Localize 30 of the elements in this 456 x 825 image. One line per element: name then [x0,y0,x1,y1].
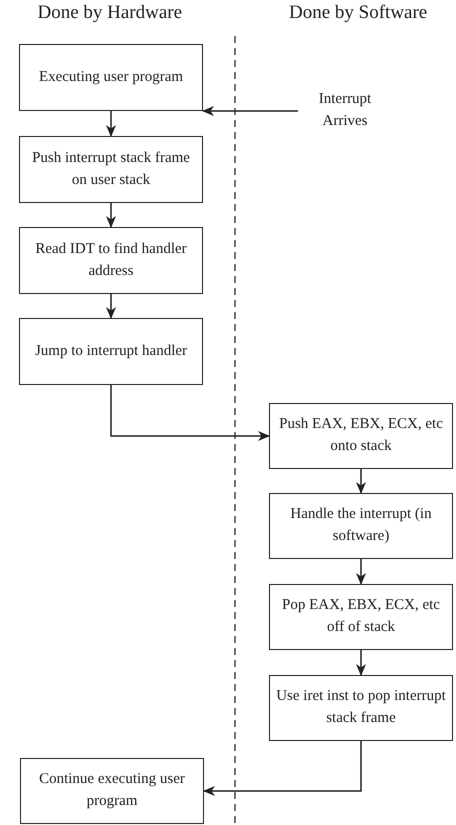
process-box [269,584,453,650]
column-heading: Done by Hardware [38,2,182,24]
process-box [19,318,203,385]
process-box [20,758,204,824]
column-heading: Done by Software [289,2,428,24]
step-text: Read IDT to find handler address [34,240,188,280]
arrow [203,741,362,796]
step-text: Continue executing user program [38,770,186,811]
process-box [19,136,203,203]
arrow [106,111,116,137]
arrow [106,294,116,319]
process-box [269,675,453,741]
arrow [356,559,366,585]
step-text: Pop EAX, EBX, ECX, etc off of stack [281,596,441,637]
arrow [202,106,298,116]
step-text: Executing user program [38,68,184,87]
step-text: Use iret inst to pop interrupt stack frame [275,687,447,728]
arrow [106,203,116,228]
arrow [356,650,366,676]
step-text: Handle the interrupt (in software) [289,505,433,546]
process-box [269,403,453,469]
arrow [356,469,366,494]
process-box [269,493,453,559]
step-text: Push interrupt stack frame on user stack [31,148,191,190]
step-text: Push EAX, EBX, ECX, etc onto stack [278,415,444,456]
process-box [19,227,203,294]
process-box [19,44,203,111]
arrow [110,385,270,441]
event-text: Interrupt Arrives [298,90,392,132]
step-text: Jump to interrupt handler [34,342,188,361]
